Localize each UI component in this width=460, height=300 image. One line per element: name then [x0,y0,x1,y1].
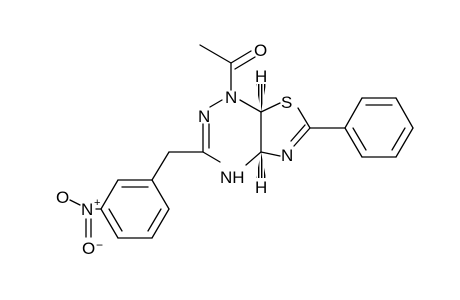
bond-n1-c8a [239,99,262,113]
nitrophenyl-ring [100,151,204,239]
atom-nitro-o-left: O [56,188,69,207]
bond-n1-n2 [209,99,223,108]
atom-h-top: H [255,67,267,86]
bond-c8a-s [260,102,281,113]
nitro-minus-charge: − [96,238,103,252]
phenyl-bond [344,127,363,158]
aryl-bond [100,208,119,239]
atom-nitro-n: N [81,200,93,219]
atom-sulfur: S [281,93,292,112]
bond-carbonyl-1 [230,50,252,64]
triazine-ring [202,99,262,166]
aryl-bond [100,179,119,210]
aryl-inner-bond [147,208,162,232]
aryl-bond [151,151,170,181]
phenyl-inner-bond [391,127,406,151]
bond-c2-n3-a [293,127,311,147]
bond-n3-c4a [260,151,281,157]
atom-n-thiazoline: N [281,146,293,165]
aryl-inner-bond [108,208,123,232]
nitro-group [69,199,102,238]
atom-nh: NH [220,168,245,187]
stereo-bond-top [256,84,266,112]
bond-n4-c4a [245,151,262,166]
bond-c2-n3-b [290,124,306,142]
aryl-bond [151,208,170,239]
stereo-bond-bottom [256,152,266,178]
phenyl-bond [395,127,414,158]
bond-methyl [199,44,232,64]
atom-carbonyl-oxygen: O [254,41,267,60]
bond-s-c2 [297,107,311,129]
aryl-bond [151,179,170,210]
atom-h-bottom: H [255,178,267,197]
atom-nitro-o-bottom: O [82,239,95,258]
phenyl-bond [344,97,363,129]
nitro-plus-charge: + [94,197,100,209]
acetyl-group [199,44,256,91]
thiazoline-ring [260,102,311,157]
phenyl-bond [395,97,414,129]
atom-n-acetyl: N [225,88,237,107]
bond-c3-n4 [202,151,221,163]
phenyl-ring [309,97,414,158]
bond-nitro-o-left [69,199,81,206]
phenyl-inner-bond [352,127,367,151]
atom-n-imine: N [198,107,210,126]
bond-carbonyl-2 [234,56,256,70]
